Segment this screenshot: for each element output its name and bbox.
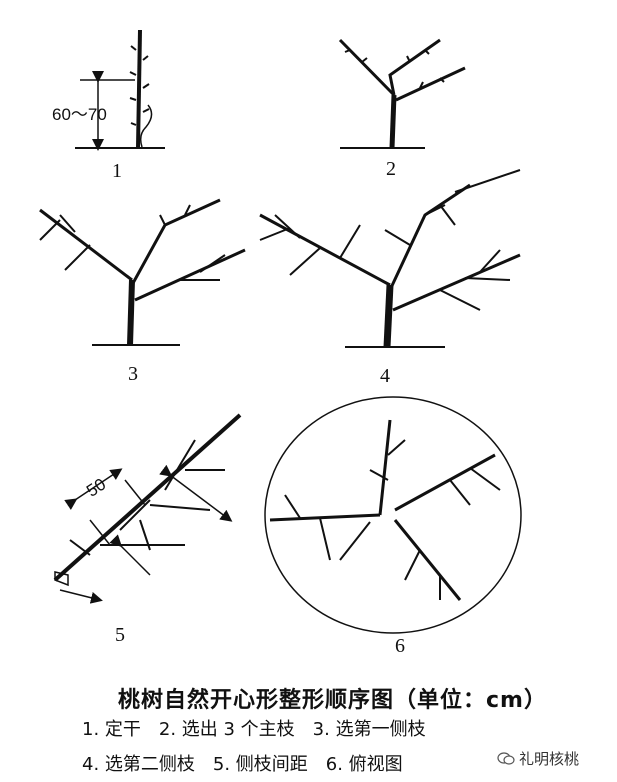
fig2-three-branches [338, 38, 466, 149]
fig6-label: 6 [395, 635, 405, 657]
watermark: 礼明核桃 [497, 748, 579, 769]
fig5-label: 5 [115, 624, 125, 646]
watermark-text: 礼明核桃 [519, 750, 580, 768]
fig2-label: 2 [386, 158, 396, 180]
fig1-headed-trunk [75, 29, 165, 151]
diagram-title: 桃树自然开心形整形顺序图（单位：cm） [118, 688, 547, 713]
fig3-label: 3 [128, 363, 138, 385]
fig4-label: 4 [380, 365, 390, 387]
height-measurement: 60～70 [52, 105, 107, 124]
legend-row-1: 1. 定干 2. 选出 3 个主枝 3. 选第一侧枝 [82, 719, 426, 740]
fig6-top-view [264, 396, 522, 634]
fig5-lateral-spacing [53, 413, 242, 604]
fig3-first-laterals [39, 198, 246, 346]
wechat-icon [497, 751, 515, 765]
fig1-label: 1 [112, 160, 122, 182]
fig4-second-laterals [259, 169, 521, 348]
legend-row-2: 4. 选第二侧枝 5. 侧枝间距 6. 俯视图 [82, 754, 403, 775]
